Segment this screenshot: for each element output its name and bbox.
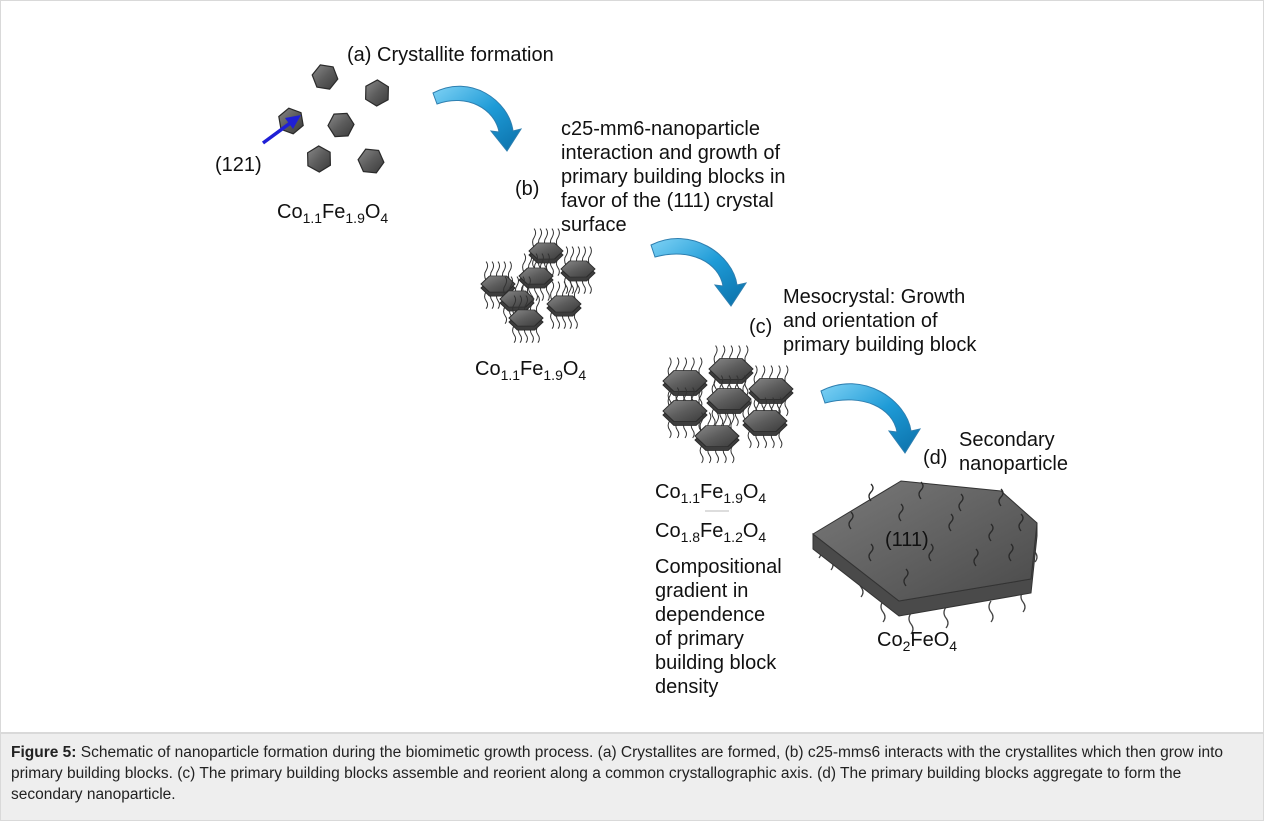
crystallite-hexagon xyxy=(357,148,385,174)
stage-b: (b) c25-mm6-nanoparticle interaction and… xyxy=(475,118,791,383)
figure-caption: Figure 5: Schematic of nanoparticle form… xyxy=(0,733,1264,821)
stage-d-label: (d) xyxy=(923,447,947,469)
figure-panel: (a) Crystallite formation (121) Co1.1Fe1… xyxy=(0,0,1264,733)
stage-d: (d) Secondary nanoparticle (111) Co2FeO4 xyxy=(812,429,1068,654)
primary-building-block xyxy=(706,375,752,427)
primary-building-block xyxy=(662,387,708,439)
plane-pointer-arrowhead xyxy=(285,115,301,129)
stage-b-formula: Co1.1Fe1.9O4 xyxy=(475,358,586,383)
primary-building-block xyxy=(708,345,754,397)
primary-building-blocks xyxy=(480,228,596,343)
primary-building-block xyxy=(560,246,596,294)
plane-pointer-arrow xyxy=(261,119,295,145)
curved-arrow-a-to-b xyxy=(432,85,523,152)
stage-a-label: (a) Crystallite formation xyxy=(347,44,554,66)
primary-building-block xyxy=(499,276,535,324)
secondary-nanoparticle: (111) xyxy=(812,480,1038,635)
plane-121-label: (121) xyxy=(215,154,262,176)
crystallite-hexagon xyxy=(327,112,355,138)
plane-111-label: (111) xyxy=(885,529,929,551)
stage-c: (c) Mesocrystal: Growth and orientation … xyxy=(655,286,977,698)
stage-c-formula-top: Co1.1Fe1.9O4 xyxy=(655,481,766,506)
nanoparticle-top xyxy=(812,480,1038,602)
primary-building-block xyxy=(546,281,582,329)
primary-building-block xyxy=(694,412,740,464)
crystallite-hexagon xyxy=(364,79,390,107)
caption-title: Figure 5: xyxy=(11,744,77,761)
curved-arrow-c-to-d xyxy=(820,383,922,454)
primary-building-block xyxy=(742,397,788,449)
primary-building-block xyxy=(508,295,544,343)
stage-d-formula: Co2FeO4 xyxy=(877,629,957,654)
stage-b-description: c25-mm6-nanoparticle interaction and gro… xyxy=(561,118,791,236)
mesocrystal xyxy=(662,345,794,464)
stage-c-label: (c) xyxy=(749,316,772,338)
primary-building-block xyxy=(480,261,516,309)
primary-building-block xyxy=(518,253,554,301)
primary-building-block xyxy=(748,365,794,417)
primary-building-block xyxy=(662,357,708,409)
crystallite-hexagon xyxy=(306,145,332,173)
stage-c-description: Mesocrystal: Growth and orientation of p… xyxy=(783,286,977,356)
stage-b-label: (b) xyxy=(515,178,539,200)
diagram-canvas: (a) Crystallite formation (121) Co1.1Fe1… xyxy=(215,44,1068,698)
crystallite-hexagon xyxy=(311,64,339,90)
caption-text: Schematic of nanoparticle formation duri… xyxy=(11,744,1224,803)
stage-a-formula: Co1.1Fe1.9O4 xyxy=(277,201,388,226)
curved-arrow-b-to-c xyxy=(650,238,748,307)
stage-a: (a) Crystallite formation (121) Co1.1Fe1… xyxy=(215,44,554,226)
stage-c-gradient-text: Compositional gradient in dependence of … xyxy=(655,556,787,698)
stage-d-description: Secondary nanoparticle xyxy=(959,429,1068,475)
stage-c-formula-bottom: Co1.8Fe1.2O4 xyxy=(655,520,766,545)
